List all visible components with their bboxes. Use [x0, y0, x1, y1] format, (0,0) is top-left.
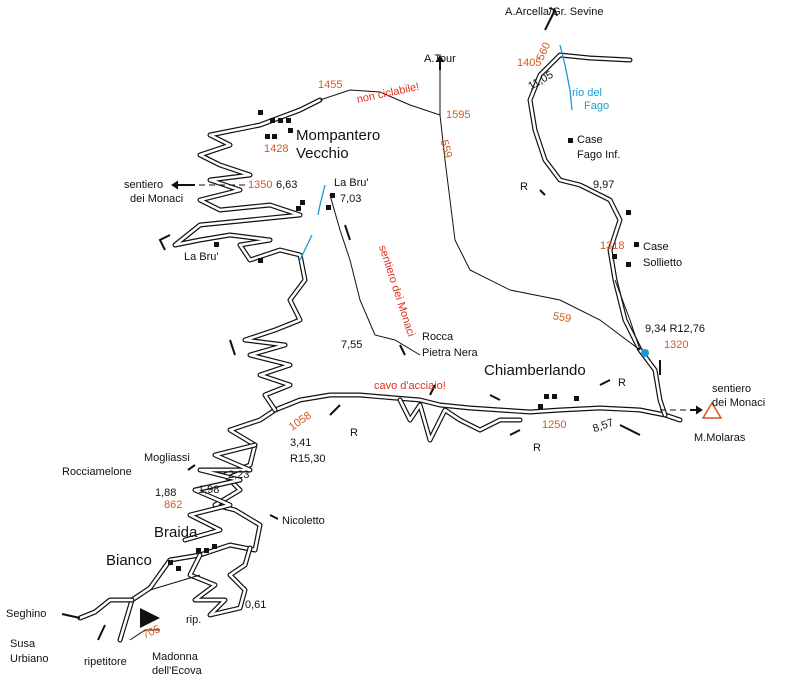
alt-1428: 1428	[264, 143, 288, 155]
dist-3-41: 3,41	[290, 437, 311, 449]
label-susa2: Urbiano	[10, 653, 49, 665]
roads	[77, 52, 683, 643]
alt-1250: 1250	[542, 419, 566, 431]
label-nicoletto: Nicoletto	[282, 515, 325, 527]
label-mogliassi: Mogliassi	[144, 452, 190, 464]
dist-6-63: 6,63	[276, 179, 297, 191]
note-rio1: rio del	[572, 87, 602, 99]
dist-r-c: R	[350, 427, 358, 439]
dist-1-88: 1,88	[155, 487, 176, 499]
label-vecchio: Vecchio	[296, 145, 349, 162]
direction-arrows	[61, 7, 703, 641]
alt-1595: 1595	[446, 109, 470, 121]
dist-r-a: R	[520, 181, 528, 193]
label-madonna1: Madonna	[152, 651, 199, 663]
dist-0-61: 0,61	[245, 599, 266, 611]
dist-9-97: 9,97	[593, 179, 614, 191]
label-susa1: Susa	[10, 638, 36, 650]
note-cavo: cavo d'acciaio!	[374, 380, 446, 392]
start-flag-icon	[140, 608, 160, 628]
rivers	[299, 44, 649, 357]
label-sentiero-w1: sentiero	[124, 179, 163, 191]
label-ripetitore: ripetitore	[84, 656, 127, 668]
note-rio2: Fago	[584, 100, 609, 112]
alt-1455: 1455	[318, 79, 342, 91]
label-case-sollietto2: Sollietto	[643, 257, 682, 269]
dist-8-57: 8,57	[591, 417, 615, 436]
label-sentiero-e2: dei Monaci	[712, 397, 765, 409]
dist-1-98: 1,98	[198, 484, 219, 496]
dist-r15-30: R15,30	[290, 453, 325, 465]
label-molaras: M.Molaras	[694, 432, 746, 444]
note-sentiero-monaci: sentiero dei Monaci	[376, 244, 417, 338]
dist-7-55: 7,55	[341, 339, 362, 351]
label-sentiero-e1: sentiero	[712, 383, 751, 395]
summit-icon	[701, 401, 723, 419]
dist-7-03: 7,03	[340, 193, 361, 205]
label-rocciamelone: Rocciamelone	[62, 466, 132, 478]
alt-1058: 1058	[287, 410, 314, 434]
label-case-sollietto1: Case	[643, 241, 669, 253]
label-tour: A.Tour	[424, 53, 456, 65]
dist-r-d: R	[533, 442, 541, 454]
dist-2-23: 2,23	[228, 469, 249, 481]
label-rocca2: Pietra Nera	[422, 347, 479, 359]
label-seghino: Seghino	[6, 608, 46, 620]
dist-r-b: R	[618, 377, 626, 389]
alt-559-top: 559	[438, 138, 454, 159]
label-mompantero: Mompantero	[296, 127, 380, 144]
label-sentiero-w2: dei Monaci	[130, 193, 183, 205]
label-arcella: A.Arcella/Gr. Sevine	[505, 6, 603, 18]
label-case-fago1: Case	[577, 134, 603, 146]
label-madonna2: dell'Ecova	[152, 665, 203, 677]
alt-862: 862	[164, 499, 182, 511]
label-labru-top: La Bru'	[334, 177, 369, 189]
note-non-ciclabile: non ciclabile!	[356, 81, 421, 106]
alt-1350: 1350	[248, 179, 272, 191]
label-rip: rip.	[186, 614, 201, 626]
label-braida: Braida	[154, 524, 198, 541]
label-case-fago2: Fago Inf.	[577, 149, 620, 161]
alt-1318: 1318	[600, 240, 624, 252]
label-rocca1: Rocca	[422, 331, 454, 343]
label-labru-left: La Bru'	[184, 251, 219, 263]
buildings	[168, 110, 639, 571]
label-chiamberlando: Chiamberlando	[484, 362, 586, 379]
trails	[129, 60, 700, 641]
alt-1320: 1320	[664, 339, 688, 351]
alt-559-mid: 559	[552, 310, 572, 325]
alt-1405: 1405	[517, 57, 541, 69]
dist-9-34: 9,34 R12,76	[645, 323, 705, 335]
label-bianco: Bianco	[106, 552, 152, 569]
